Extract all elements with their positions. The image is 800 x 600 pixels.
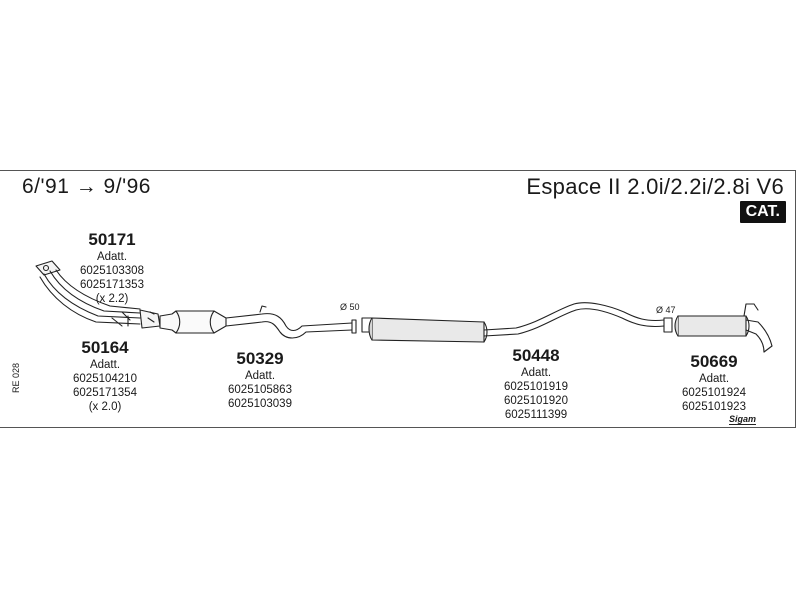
part-number: 50329 <box>236 349 284 368</box>
part-code: 6025104210 <box>73 373 137 386</box>
part-note: (x 2.0) <box>88 400 122 413</box>
diameter-label-50: Ø 50 <box>340 302 360 312</box>
part-code: 6025103039 <box>228 397 292 410</box>
part-adapt: Adatt. <box>698 373 730 386</box>
part-label-50164: 50164 Adatt. 6025104210 6025171354 (x 2.… <box>63 338 147 415</box>
part-number: 50448 <box>512 346 560 365</box>
part-code: 6025101924 <box>682 387 746 400</box>
diagram-frame <box>0 170 796 428</box>
part-label-50171: 50171 Adatt. 6025103308 6025171353 (x 2.… <box>70 230 154 307</box>
vehicle-model-title: Espace II 2.0i/2.2i/2.8i V6 <box>526 174 784 199</box>
part-code: 6025101919 <box>504 381 568 394</box>
cat-badge: CAT. <box>739 201 786 223</box>
part-adapt: Adatt. <box>96 251 128 264</box>
part-code: 6025105863 <box>228 384 292 397</box>
part-code: 6025103308 <box>80 265 144 278</box>
part-number: 50171 <box>88 230 136 249</box>
part-adapt: Adatt. <box>89 359 121 372</box>
part-adapt: Adatt. <box>520 367 552 380</box>
catalytic-converter-icon <box>159 305 357 339</box>
part-code: 6025101923 <box>682 400 746 413</box>
part-number: 50164 <box>81 338 129 357</box>
part-label-50669: 50669 Adatt. 6025101924 6025101923 <box>672 352 756 415</box>
center-muffler-icon <box>361 302 665 343</box>
part-note: (x 2.2) <box>95 292 129 305</box>
diameter-label-47: Ø 47 <box>656 305 676 315</box>
part-code: 6025171353 <box>80 278 144 291</box>
part-label-50329: 50329 Adatt. 6025105863 6025103039 <box>218 349 302 412</box>
part-label-50448: 50448 Adatt. 6025101919 6025101920 60251… <box>494 346 578 423</box>
rear-muffler-icon <box>663 303 773 353</box>
part-code: 6025111399 <box>504 408 568 421</box>
part-number: 50669 <box>690 352 738 371</box>
part-adapt: Adatt. <box>244 370 276 383</box>
part-code: 6025171354 <box>73 386 137 399</box>
date-range: 6/'91 → 9/'96 <box>22 175 151 198</box>
part-code: 6025101920 <box>504 394 568 407</box>
exhaust-manifold-icon <box>35 260 161 329</box>
brand-logo: Sigam <box>728 414 756 425</box>
